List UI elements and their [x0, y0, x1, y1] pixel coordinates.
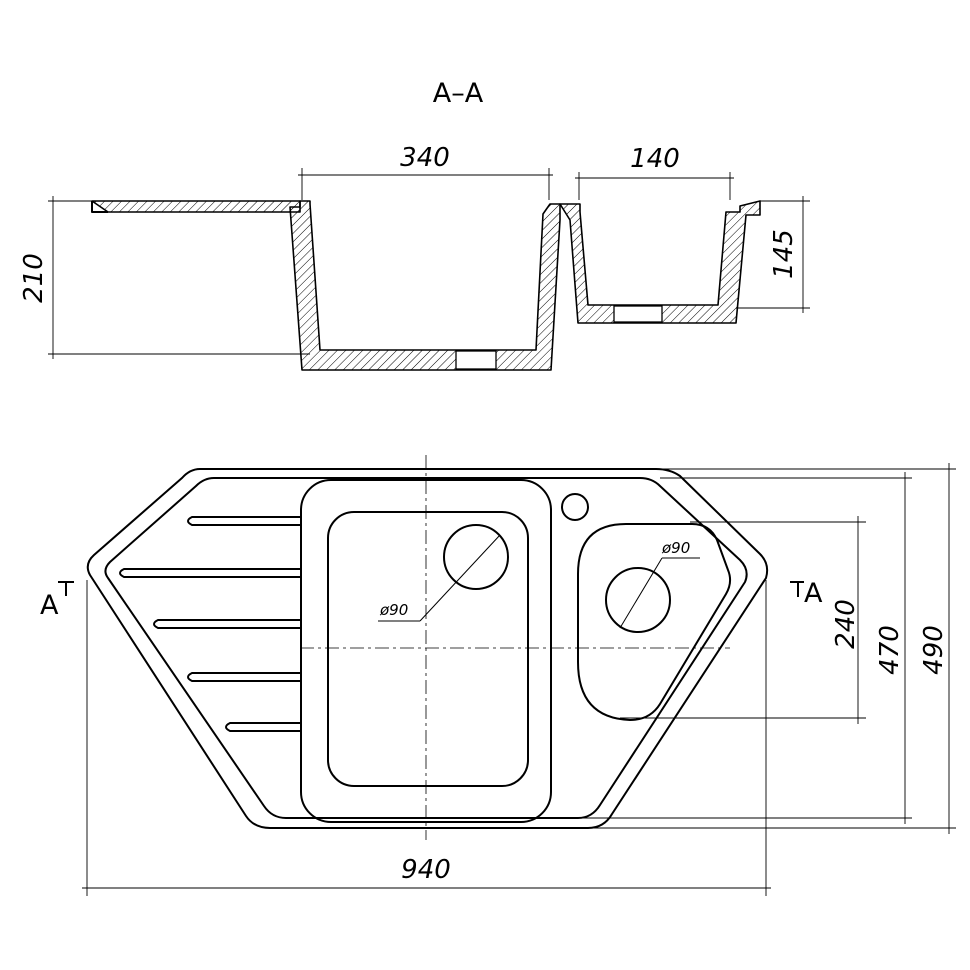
- section-marker-left-label: A: [40, 590, 59, 621]
- section-marker-right: A: [790, 578, 823, 609]
- section-view: A–A 340 140 210: [19, 78, 810, 371]
- section-large-bowl: [289, 200, 561, 371]
- dim-140: 140: [575, 144, 734, 200]
- plan-view: ø90 ø90 A A 240: [40, 455, 956, 896]
- dim-210: 210: [19, 196, 310, 359]
- rib-1: [187, 516, 300, 526]
- dim-340: 340: [298, 143, 553, 200]
- large-bowl-drain: [443, 524, 509, 590]
- small-bowl: [577, 523, 732, 721]
- section-drainboard-edge: [91, 201, 108, 213]
- dim-470-label: 470: [875, 625, 905, 675]
- small-drain-label: ø90: [661, 539, 690, 557]
- drainboard-ribs: [119, 516, 300, 732]
- large-drain-label: ø90: [379, 601, 408, 619]
- section-small-drain: [613, 305, 663, 323]
- section-large-drain: [455, 350, 497, 370]
- section-small-bowl: [559, 200, 761, 324]
- dim-490: 490: [588, 463, 956, 834]
- dim-240-label: 240: [831, 599, 861, 649]
- section-marker-right-label: A: [804, 578, 823, 609]
- dim-145: 145: [736, 196, 810, 313]
- large-bowl-basin: [327, 511, 529, 787]
- rib-5: [225, 722, 300, 732]
- dim-940-label: 940: [401, 855, 451, 885]
- dim-490-label: 490: [919, 625, 949, 675]
- dim-145-label: 145: [769, 229, 799, 279]
- dim-140-label: 140: [630, 144, 680, 174]
- small-bowl-drain: [605, 567, 671, 633]
- dim-240: 240: [620, 516, 866, 724]
- section-title: A–A: [433, 78, 484, 109]
- dim-340-label: 340: [400, 143, 450, 173]
- section-marker-left: A: [40, 581, 74, 621]
- dim-940: 940: [82, 580, 771, 896]
- dim-470: 470: [578, 472, 912, 824]
- rib-2: [119, 568, 300, 578]
- rib-3: [153, 619, 300, 629]
- section-drainboard: [91, 200, 301, 213]
- rib-4: [187, 672, 300, 682]
- tap-hole: [561, 493, 589, 521]
- dim-210-label: 210: [19, 253, 49, 303]
